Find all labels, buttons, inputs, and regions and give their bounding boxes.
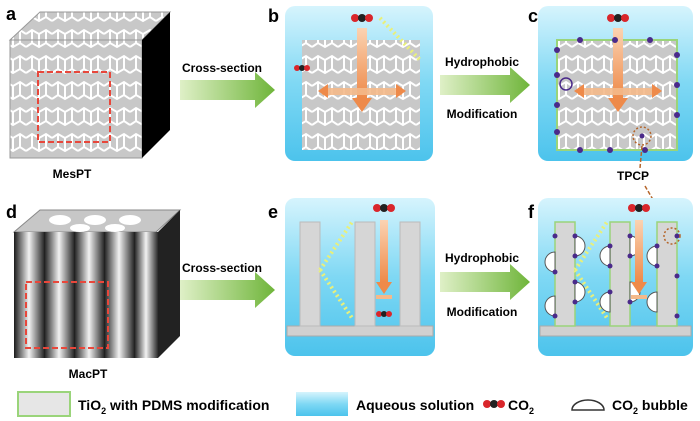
cross-section-box	[37, 71, 111, 143]
orange-arrow-down	[613, 28, 623, 98]
pore-hole	[49, 215, 71, 225]
co2-molecule-icon	[628, 204, 650, 212]
pillar-pdms	[656, 221, 678, 327]
modification-bottom-label: Modification	[447, 305, 518, 319]
adsorbed-co2-icon	[559, 77, 573, 91]
hydrophobic-top-label: Hydrophobic	[445, 55, 519, 69]
legend-tio2-label: TiO2 with PDMS modification	[78, 397, 269, 416]
orange-arrowhead-icon	[631, 282, 647, 294]
legend-bubble-label: CO2 bubble	[612, 397, 688, 416]
orange-arrowhead-icon	[352, 98, 372, 112]
macpt-side-face	[158, 210, 180, 358]
pillar	[44, 232, 74, 358]
co2-molecule-icon	[294, 65, 310, 71]
legend-aqueous-swatch	[296, 392, 348, 416]
tpcp-connector-top	[639, 145, 643, 169]
orange-arrow-down	[635, 220, 643, 282]
base-plate	[286, 325, 434, 337]
co2-molecule-icon	[351, 14, 373, 22]
orange-arrowhead-icon	[376, 282, 392, 294]
pore-hole	[119, 215, 141, 225]
pillar-pdms	[609, 221, 631, 327]
orange-arrow-down	[380, 220, 388, 282]
pillar	[74, 232, 104, 358]
green-arrow-icon	[180, 272, 275, 308]
orange-arrow-horizontal	[631, 295, 647, 299]
panel-a: a MesPT	[6, 4, 172, 181]
arrow-cross-section-bottom: Cross-section	[180, 261, 275, 308]
panel-d: d MacPT	[6, 202, 182, 381]
mespt-label: MesPT	[53, 167, 92, 181]
cube-front-face	[9, 39, 143, 159]
cross-section-top-label: Cross-section	[182, 61, 262, 75]
cross-section-box	[25, 281, 109, 349]
pore-hole	[70, 224, 90, 232]
tpcp-dot	[639, 133, 645, 139]
pillar	[354, 221, 376, 327]
macpt-label: MacPT	[69, 367, 108, 381]
orange-arrow-horizontal	[578, 88, 658, 95]
panel-b: b	[268, 6, 433, 161]
hydrophobic-bottom-label: Hydrophobic	[445, 251, 519, 265]
green-arrow-icon	[180, 72, 275, 108]
co2-molecule-icon	[376, 311, 392, 317]
panel-f-label: f	[528, 202, 535, 222]
cross-section-bottom-label: Cross-section	[182, 261, 262, 275]
orange-arrow-horizontal	[322, 88, 402, 95]
orange-arrow-down	[357, 28, 367, 98]
pillar	[14, 232, 44, 358]
modification-top-label: Modification	[447, 107, 518, 121]
orange-arrowhead-left-icon	[318, 84, 328, 98]
orange-arrow-horizontal	[376, 295, 392, 299]
orange-arrowhead-right-icon	[396, 84, 406, 98]
panel-b-label: b	[268, 6, 279, 26]
pdms-sites	[552, 233, 680, 319]
co2-molecule-icon	[373, 204, 395, 212]
base-plate	[539, 325, 692, 337]
arrow-hydrophobic-bottom: Hydrophobic Modification	[440, 251, 530, 319]
panel-c-label: c	[528, 6, 538, 26]
panel-a-label: a	[6, 4, 17, 24]
legend: TiO2 with PDMS modification Aqueous solu…	[17, 391, 688, 417]
cube-top-face	[8, 11, 172, 41]
tpcp-circle	[663, 227, 681, 245]
panel-e: e	[268, 198, 435, 356]
legend-aqueous-label: Aqueous solution	[356, 397, 474, 413]
panel-e-label: e	[268, 202, 278, 222]
legend-co2-icon	[483, 400, 505, 408]
legend-tio2-swatch	[17, 391, 71, 417]
pdms-sites	[554, 37, 680, 153]
panel-f: f	[528, 198, 693, 356]
arrow-hydrophobic-top: Hydrophobic Modification	[440, 55, 530, 121]
cube-side-face	[142, 12, 170, 158]
legend-co2-label: CO2	[508, 397, 534, 416]
pillar	[134, 232, 158, 358]
pillar	[399, 221, 421, 327]
panel-c: c	[528, 6, 693, 161]
pore-hole	[105, 224, 125, 232]
legend-bubble-icon	[571, 399, 605, 411]
arrow-cross-section-top: Cross-section	[180, 61, 275, 108]
pillar-pdms	[554, 221, 576, 327]
orange-arrowhead-left-icon	[574, 84, 584, 98]
green-arrow-icon	[440, 264, 530, 300]
orange-arrowhead-right-icon	[652, 84, 662, 98]
panel-d-label: d	[6, 202, 17, 222]
orange-arrowhead-icon	[608, 98, 628, 112]
green-arrow-icon	[440, 67, 530, 103]
tpcp-circle	[632, 126, 652, 146]
co2-molecule-icon	[607, 14, 629, 22]
pore-hole	[84, 215, 106, 225]
tpcp-label: TPCP	[617, 169, 649, 183]
pillar	[299, 221, 321, 327]
